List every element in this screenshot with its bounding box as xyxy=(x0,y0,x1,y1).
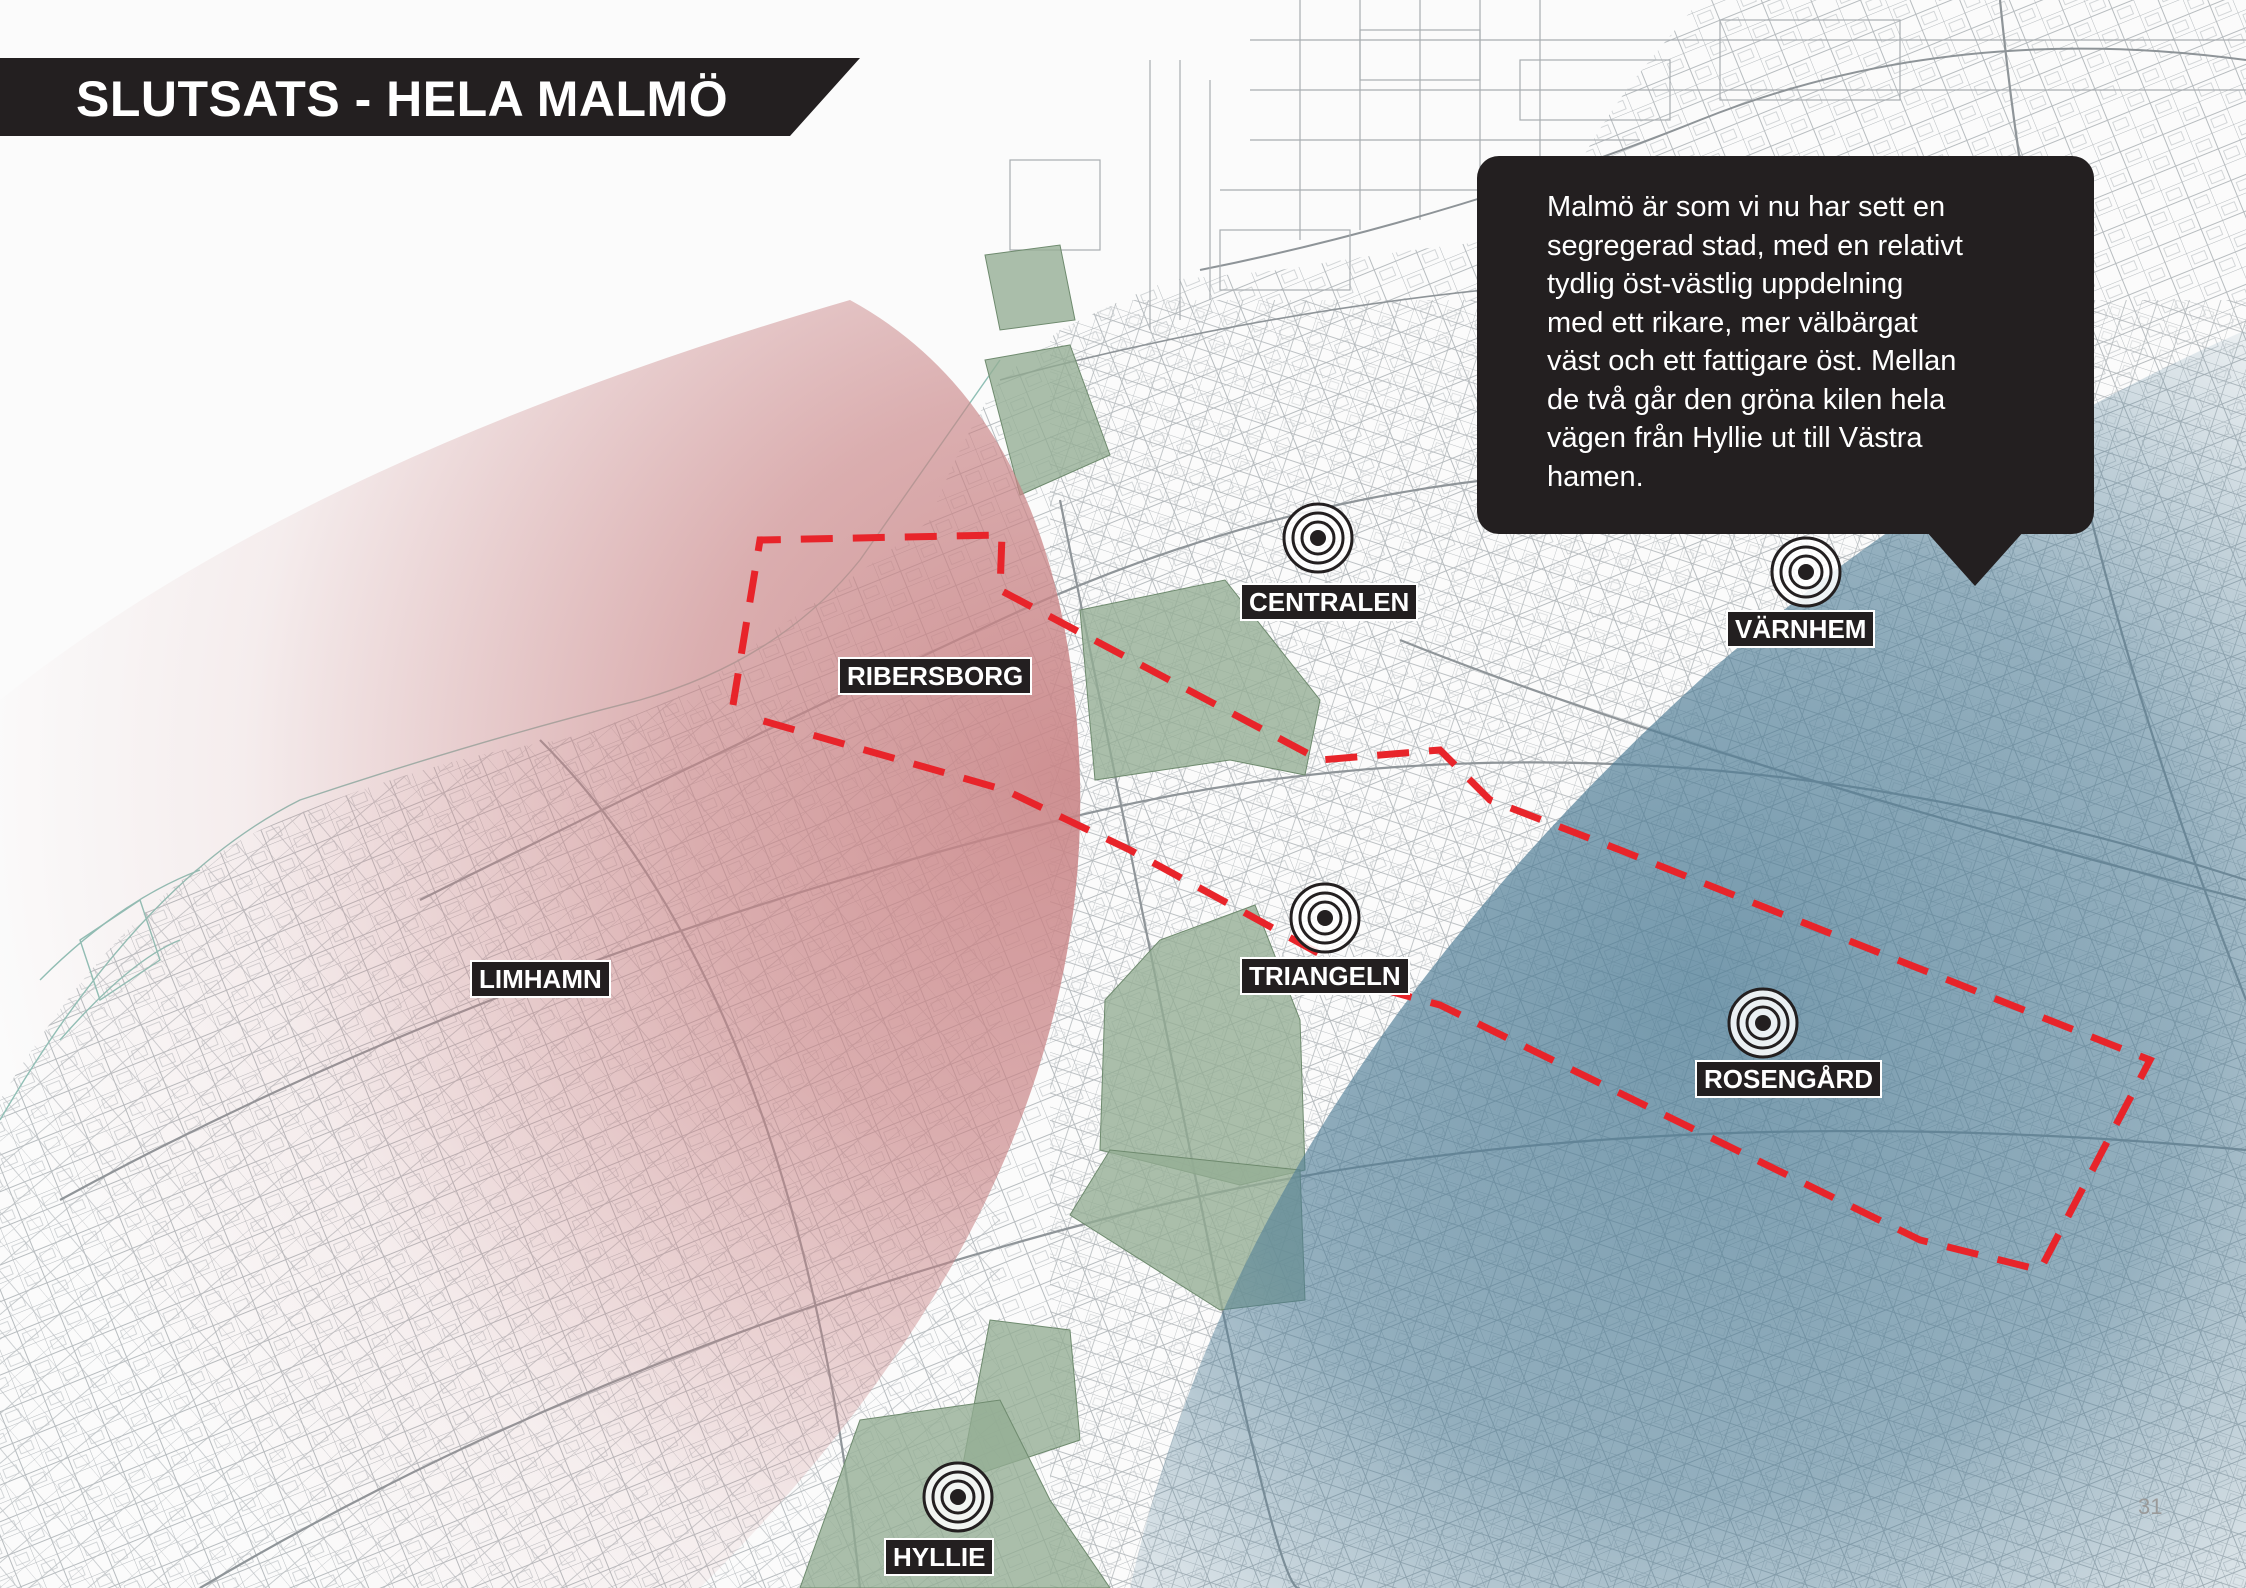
west-zone xyxy=(0,300,1081,1588)
title-banner-shape xyxy=(0,58,860,136)
station-marker-rosengard xyxy=(1727,987,1799,1059)
station-marker-hyllie xyxy=(922,1461,994,1533)
label-rosengard: ROSENGÅRD xyxy=(1695,1060,1883,1098)
label-triangeln: TRIANGELN xyxy=(1240,957,1410,995)
label-centralen: CENTRALEN xyxy=(1240,583,1419,621)
label-ribersborg: RIBERSBORG xyxy=(838,657,1033,695)
title-banner: SLUTSATS - HELA MALMÖ xyxy=(0,58,860,136)
label-limhamn: LIMHAMN xyxy=(470,960,611,998)
station-marker-centralen xyxy=(1282,502,1354,574)
callout-text: Malmö är som vi nu har sett en segregera… xyxy=(1547,191,1963,493)
info-callout: Malmö är som vi nu har sett en segregera… xyxy=(1477,156,2094,534)
page-title: SLUTSATS - HELA MALMÖ xyxy=(76,71,729,127)
station-marker-triangeln xyxy=(1289,882,1361,954)
label-varnhem: VÄRNHEM xyxy=(1726,610,1876,648)
station-marker-varnhem xyxy=(1770,536,1842,608)
label-hyllie: HYLLIE xyxy=(884,1538,995,1576)
callout-pointer xyxy=(1925,530,2025,586)
page-number: 31 xyxy=(2138,1494,2163,1519)
study-area-outline xyxy=(729,531,2155,1275)
harbour-area xyxy=(999,0,2246,381)
east-zone xyxy=(1130,330,2246,1588)
